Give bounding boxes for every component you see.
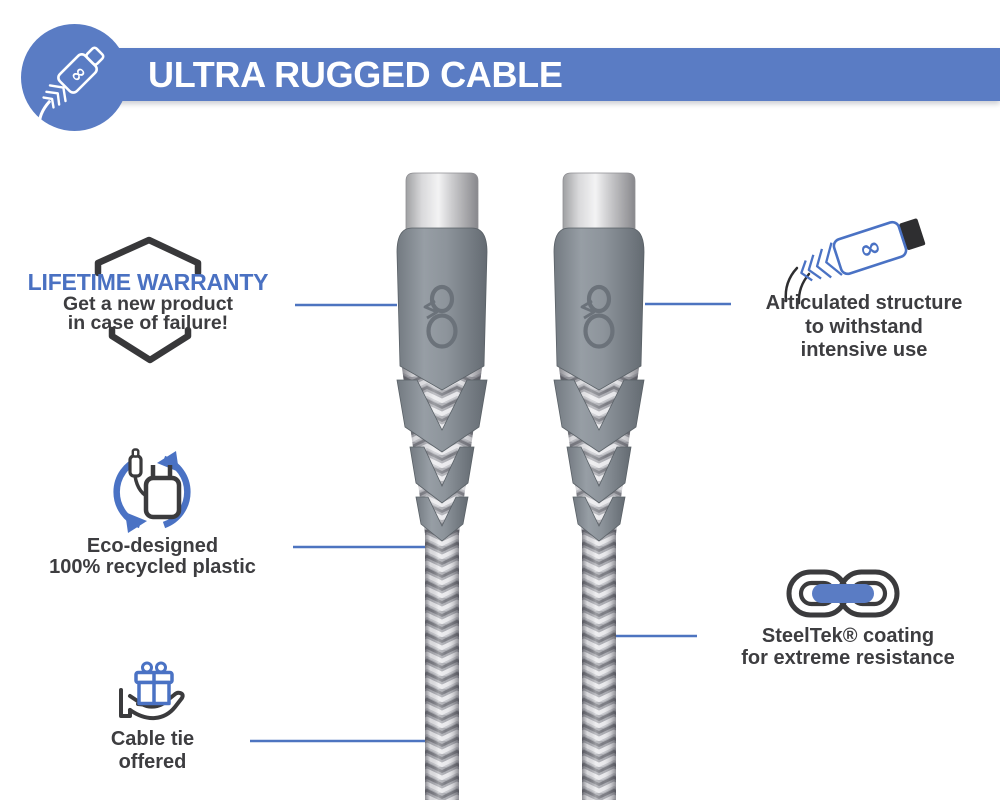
articulated-line-3: intensive use bbox=[800, 339, 928, 361]
eco-line-2: 100% recycled plastic bbox=[49, 555, 256, 578]
articulated-line-1: Articulated structure bbox=[765, 292, 963, 314]
chain-links-icon bbox=[786, 569, 900, 618]
articulated-line-2: to withstand bbox=[805, 315, 923, 338]
header-badge: ∞ bbox=[21, 24, 128, 131]
steeltek-line-1: SteelTek® coating bbox=[761, 625, 935, 647]
brand-logo bbox=[580, 284, 615, 349]
page-title: ULTRA RUGGED CABLE bbox=[148, 53, 563, 95]
steeltek-text: SteelTek® coating for extreme resistance bbox=[723, 625, 973, 669]
header-banner: ULTRA RUGGED CABLE bbox=[45, 48, 1000, 101]
bent-connector-icon: ∞ bbox=[784, 218, 926, 305]
warranty-line-1: Get a new product bbox=[62, 293, 234, 315]
usb-c-cable-right bbox=[553, 172, 645, 800]
gift-line-2: offered bbox=[118, 751, 187, 773]
usb-c-cable-left bbox=[396, 172, 488, 800]
warranty-title: LIFETIME WARRANTY bbox=[27, 269, 269, 295]
warranty-line-2: in case of failure! bbox=[67, 311, 229, 334]
eco-text: Eco-designed 100% recycled plastic bbox=[30, 536, 275, 577]
warranty-text: Get a new product in case of failure! bbox=[23, 295, 273, 332]
brand-logo bbox=[423, 284, 458, 349]
steeltek-line-2: for extreme resistance bbox=[741, 647, 955, 669]
eco-line-1: Eco-designed bbox=[86, 535, 219, 557]
svg-text:∞: ∞ bbox=[855, 231, 885, 266]
articulated-text: Articulated structure to withstand inten… bbox=[743, 292, 985, 363]
recycle-arrows-charger-icon bbox=[113, 448, 191, 533]
gift-in-hand-icon bbox=[119, 661, 185, 721]
cable-connector-badge-icon: ∞ bbox=[37, 46, 105, 128]
gift-line-1: Cable tie bbox=[110, 728, 195, 750]
callout-lines bbox=[250, 302, 731, 743]
gift-text: Cable tie offered bbox=[60, 728, 245, 774]
